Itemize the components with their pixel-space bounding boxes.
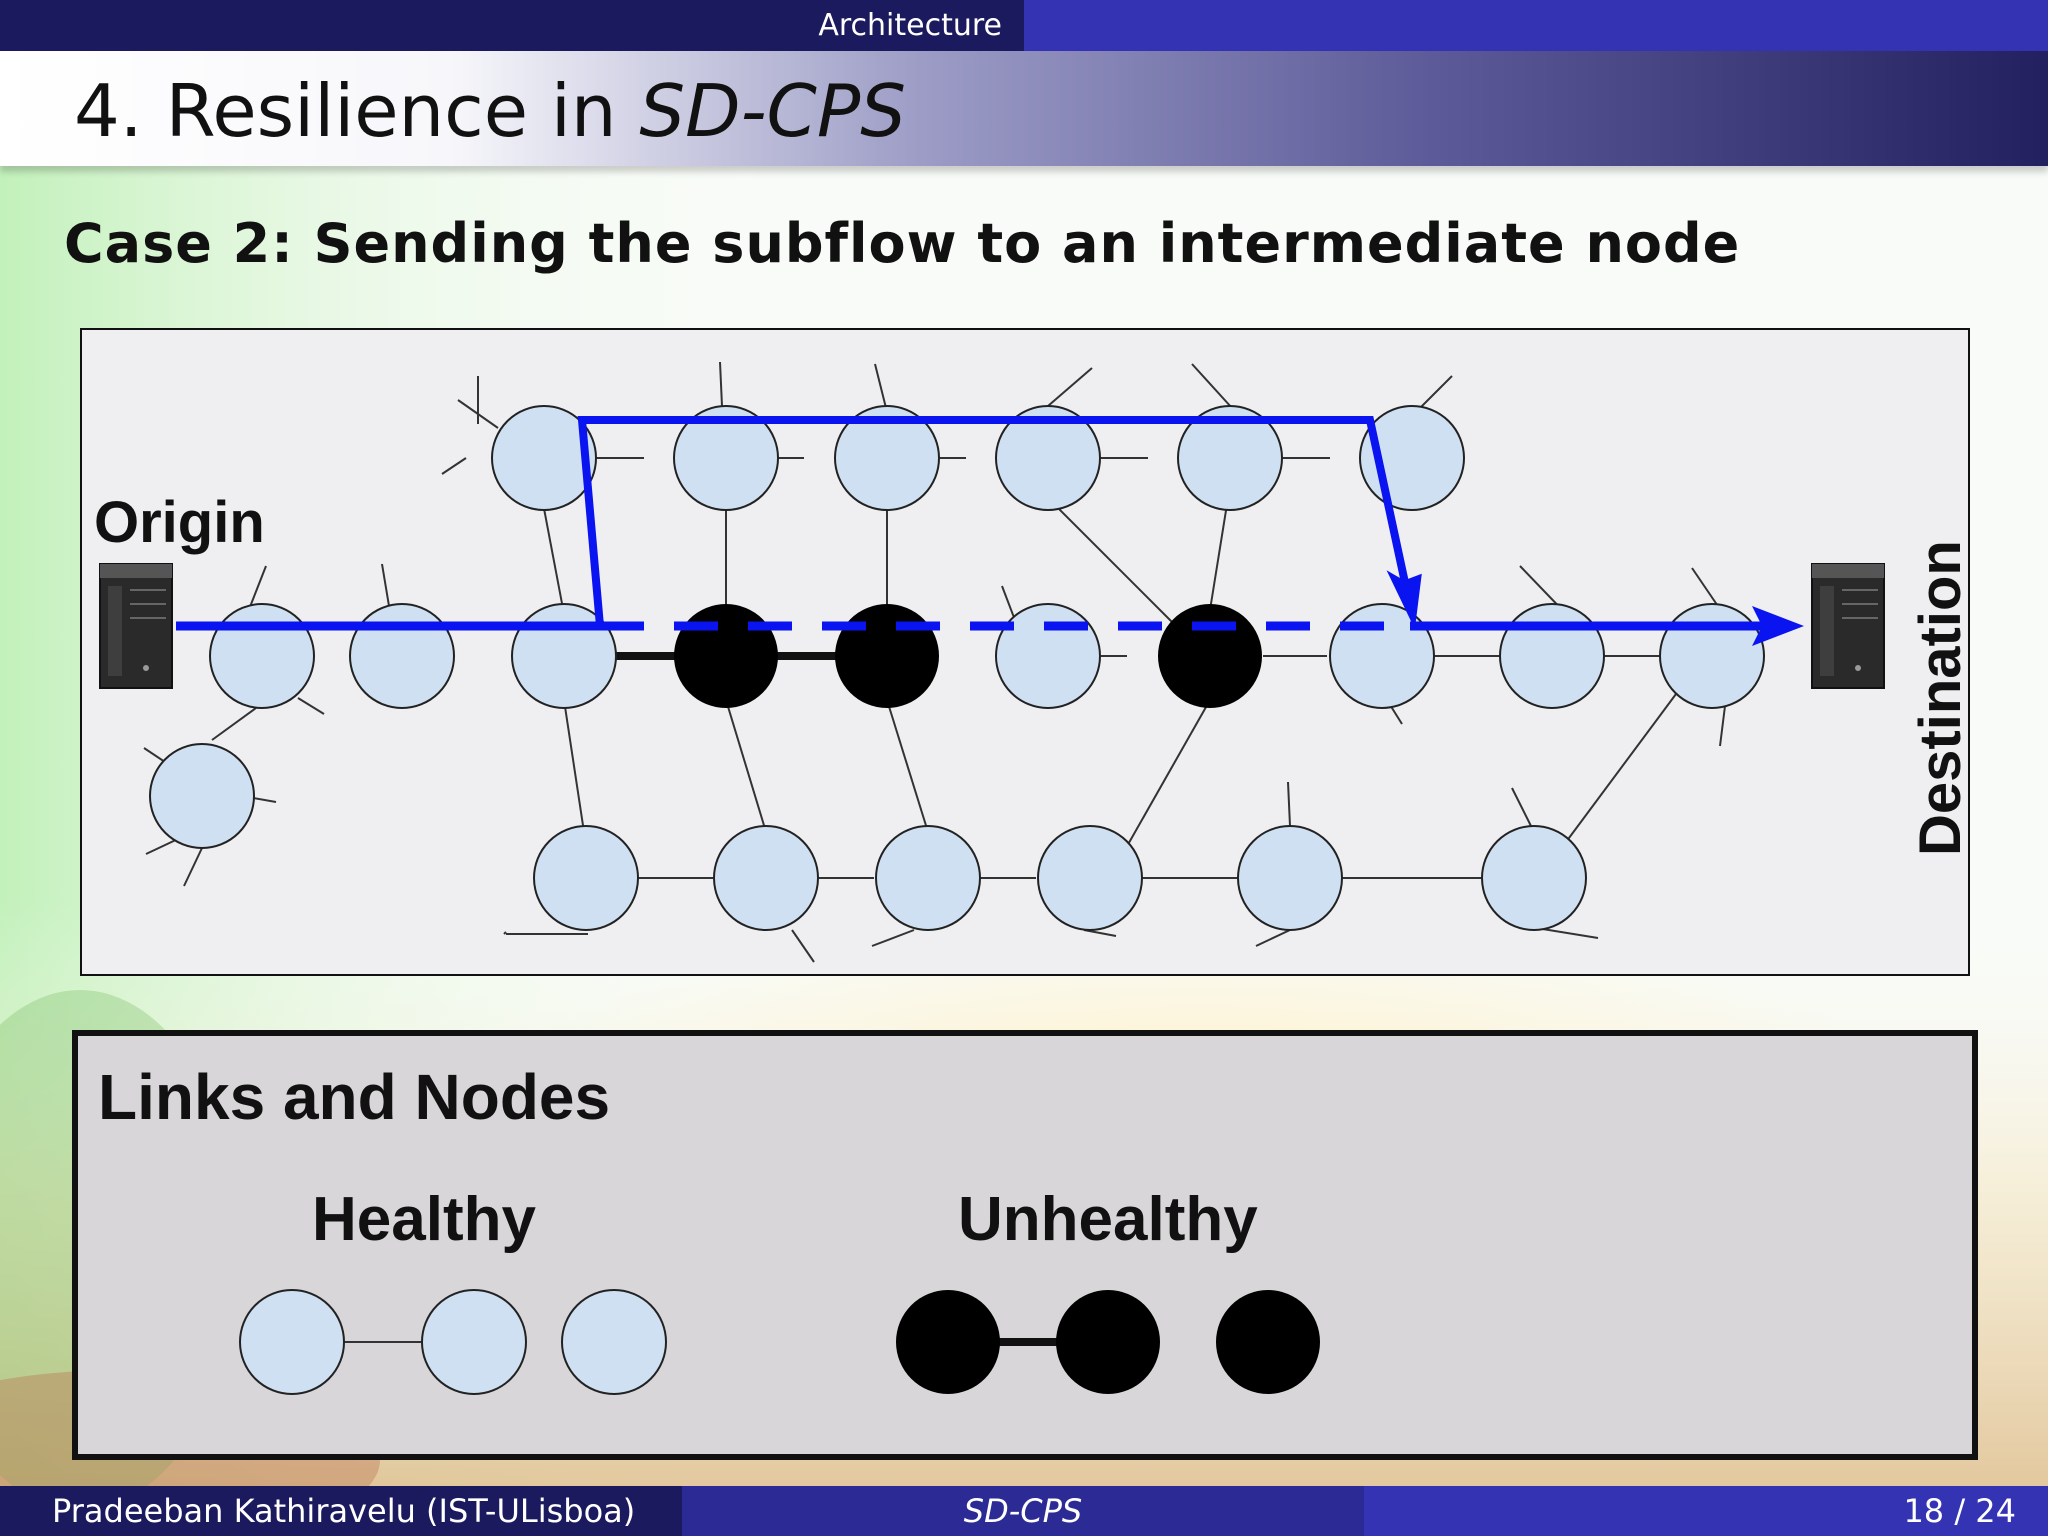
footer-bar: Pradeeban Kathiravelu (IST-ULisboa) SD-C… [0,1486,2048,1536]
node-healthy [349,603,455,709]
node-healthy [209,603,315,709]
node-healthy [491,405,597,511]
node-healthy [1499,603,1605,709]
node-healthy [995,603,1101,709]
top-bar-right [1024,0,2048,51]
node-unhealthy [835,604,939,708]
legend-unhealthy-node [1056,1290,1160,1394]
node-healthy [1481,825,1587,931]
title-bar: 4. Resilience in SD-CPS [0,51,2048,166]
legend-title: Links and Nodes [98,1061,611,1133]
original-flow-path [176,606,1804,646]
footer-author[interactable]: Pradeeban Kathiravelu (IST-ULisboa) [0,1486,682,1536]
legend-healthy-node [421,1289,527,1395]
node-healthy [673,405,779,511]
node-healthy [1329,603,1435,709]
footer-page-number: 18 / 24 [1364,1486,2048,1536]
node-healthy [713,825,819,931]
legend-unhealthy-label: Unhealthy [958,1185,1258,1254]
origin-label: Origin [94,490,265,555]
destination-label: Destination [1908,540,1970,856]
section-label[interactable]: Architecture [818,8,1002,43]
node-healthy [995,405,1101,511]
node-healthy [834,405,940,511]
node-healthy [1037,825,1143,931]
node-healthy [149,743,255,849]
top-navigation-bar: Architecture [0,0,2048,51]
top-bar-left: Architecture [0,0,1024,51]
node-healthy [1237,825,1343,931]
slide-title-emphasis: SD-CPS [639,69,906,153]
legend-unhealthy-node [1216,1290,1320,1394]
node-healthy [1659,603,1765,709]
destination-server-icon [1811,563,1885,689]
node-healthy [875,825,981,931]
network-diagram: Origin Destination [80,328,1970,976]
node-healthy [533,825,639,931]
destination-arrowhead [1752,606,1804,646]
slide-title-prefix: 4. Resilience in [74,69,640,153]
node-healthy [1177,405,1283,511]
legend-graphics [239,1289,1320,1395]
case-heading: Case 2: Sending the subflow to an interm… [64,212,1741,275]
legend-healthy-node [239,1289,345,1395]
subflow-arrowhead [1386,570,1422,630]
subflow-path [577,416,1422,630]
footer-short-title[interactable]: SD-CPS [682,1486,1364,1536]
node-unhealthy [674,604,778,708]
node-unhealthy [1158,604,1262,708]
legend-healthy-label: Healthy [312,1185,536,1254]
legend-unhealthy-node [896,1290,1000,1394]
slide-title: 4. Resilience in SD-CPS [74,69,906,153]
legend-healthy-node [561,1289,667,1395]
legend-box: Links and Nodes Healthy Unhealthy [72,1030,1978,1460]
origin-server-icon [99,563,173,689]
